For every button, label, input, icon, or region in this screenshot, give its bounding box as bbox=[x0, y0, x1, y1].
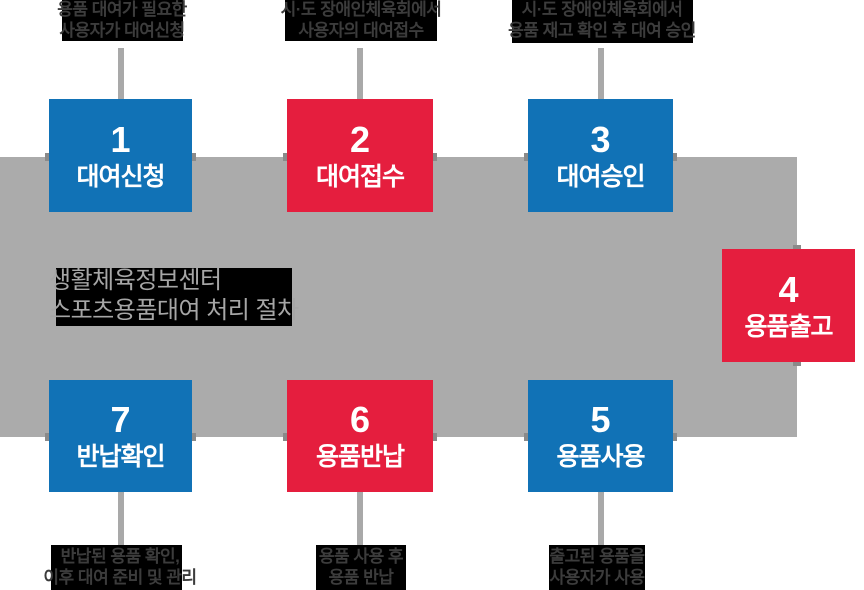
step-label: 용품출고 bbox=[744, 312, 833, 341]
title-line-1: 생활체육정보센터 bbox=[49, 267, 222, 294]
notch bbox=[793, 358, 801, 366]
step-number: 2 bbox=[349, 118, 371, 160]
callout-line: 시·도 장애인체육회에서 bbox=[521, 0, 683, 19]
callout-line: 출고된 용품을 bbox=[549, 547, 645, 566]
connector-step-3 bbox=[598, 48, 604, 99]
step-label: 용품반납 bbox=[315, 443, 405, 471]
callout-line: 용품 재고 확인 후 대여 승인 bbox=[508, 21, 696, 40]
step-box-7: 7 반납확인 bbox=[49, 380, 192, 492]
step-label: 용품사용 bbox=[556, 443, 645, 471]
diagram-title: 생활체육정보센터 스포츠용품대여 처리 절차 bbox=[49, 266, 299, 326]
callout-step-1: 용품 대여가 필요한 사용자가 대여신청 bbox=[57, 0, 187, 41]
callout-box-step-6 bbox=[316, 545, 406, 590]
notch bbox=[669, 433, 677, 441]
callout-step-5: 출고된 용품을 사용자가 사용 bbox=[549, 546, 645, 588]
step-number: 1 bbox=[110, 118, 131, 160]
callout-line: 반납된 용품 확인, bbox=[60, 547, 180, 566]
step-label: 반납확인 bbox=[76, 443, 165, 471]
callout-line: 용품 반납 bbox=[328, 568, 394, 587]
step-box-3: 3 대여승인 bbox=[528, 99, 673, 212]
callout-step-2: 시·도 장애인체육회에서 사용자의 대여접수 bbox=[281, 0, 442, 41]
step-number: 6 bbox=[349, 399, 371, 440]
connector-step-7 bbox=[118, 492, 124, 545]
notch bbox=[188, 153, 196, 161]
notch bbox=[669, 153, 677, 161]
callout-line: 시·도 장애인체육회에서 bbox=[280, 0, 442, 19]
title-line-2: 스포츠용품대여 처리 절차 bbox=[49, 297, 299, 324]
notch bbox=[429, 433, 437, 441]
step-label: 대여승인 bbox=[556, 162, 645, 191]
callout-line: 용품 사용 후 bbox=[318, 547, 404, 566]
step-number: 5 bbox=[590, 399, 611, 440]
callout-line: 사용자의 대여접수 bbox=[298, 21, 424, 40]
callout-box-step-7 bbox=[51, 545, 182, 590]
step-box-2: 2 대여접수 bbox=[287, 99, 433, 212]
step-box-5: 5 용품사용 bbox=[528, 380, 673, 492]
callout-line: 사용자가 사용 bbox=[549, 568, 645, 587]
connector-step-6 bbox=[357, 492, 363, 545]
connector-step-1 bbox=[118, 48, 124, 99]
step-box-1: 1 대여신청 bbox=[49, 99, 192, 212]
step-number: 7 bbox=[110, 399, 131, 440]
callout-line: 이후 대여 준비 및 관리 bbox=[43, 568, 197, 587]
callout-line: 용품 대여가 필요한 bbox=[57, 0, 187, 19]
step-label: 대여신청 bbox=[76, 162, 165, 191]
step-label: 대여접수 bbox=[315, 162, 405, 191]
callout-step-6: 용품 사용 후 용품 반납 bbox=[318, 546, 404, 588]
callout-box-step-2 bbox=[285, 0, 437, 41]
title-background bbox=[56, 268, 292, 326]
step-box-6: 6 용품반납 bbox=[287, 380, 433, 492]
step-number: 3 bbox=[590, 118, 611, 160]
notch bbox=[188, 433, 196, 441]
step-number: 4 bbox=[778, 268, 799, 310]
connector-step-5 bbox=[598, 492, 604, 545]
step-box-4: 4 용품출고 bbox=[722, 249, 855, 362]
callout-box-step-1 bbox=[62, 0, 183, 41]
callout-line: 사용자가 대여신청 bbox=[59, 21, 185, 40]
callout-step-7: 반납된 용품 확인, 이후 대여 준비 및 관리 bbox=[43, 546, 197, 588]
notch bbox=[429, 153, 437, 161]
callout-box-step-3 bbox=[512, 0, 693, 43]
callout-step-3: 시·도 장애인체육회에서 용품 재고 확인 후 대여 승인 bbox=[508, 0, 696, 41]
callout-box-step-5 bbox=[549, 545, 645, 590]
connector-step-2 bbox=[357, 48, 363, 99]
